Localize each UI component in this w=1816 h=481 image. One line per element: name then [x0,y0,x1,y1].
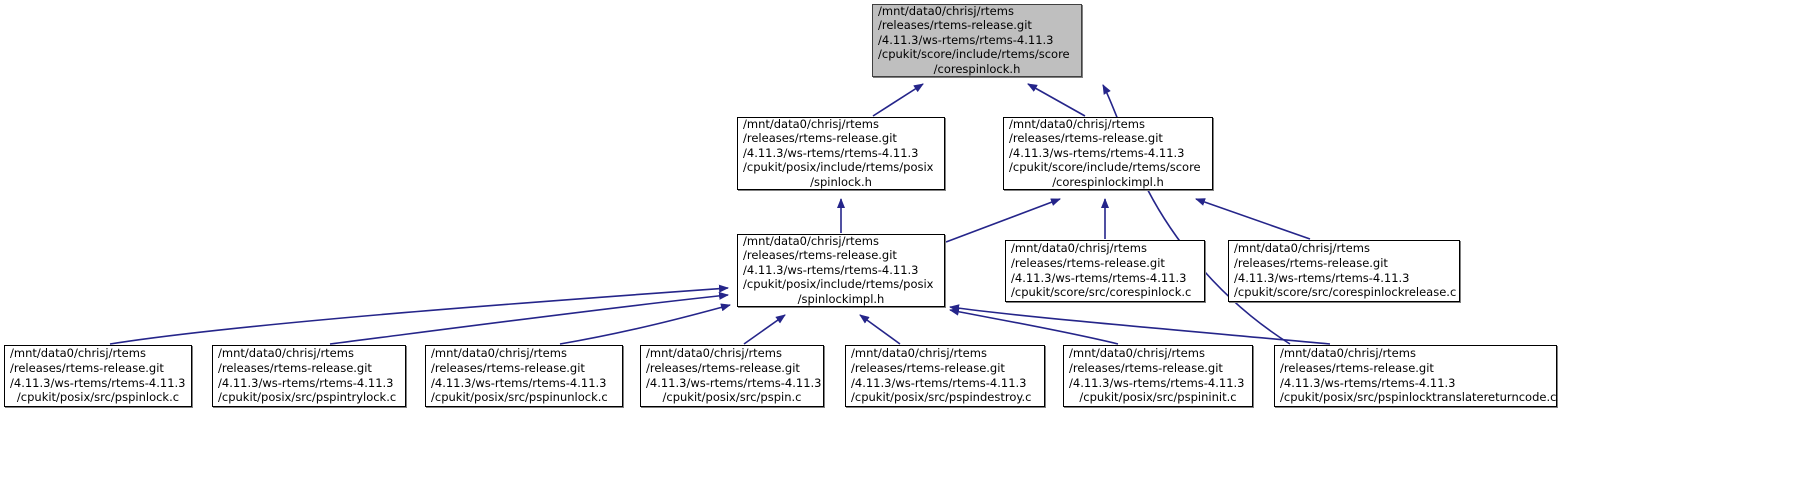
node-line: /mnt/data0/chrisj/rtems [1009,117,1145,131]
node-line: /mnt/data0/chrisj/rtems [743,117,879,131]
edge-pspintrylock-c-to-spinlockimpl-h [329,291,729,345]
node-line: /mnt/data0/chrisj/rtems [218,346,354,361]
node-line: /4.11.3/ws-rtems/rtems-4.11.3 [10,375,186,390]
edge-spinlock-h-to-corespinlock-h [872,83,924,117]
node-line: /releases/rtems-release.git [851,360,1005,375]
edge-pspinlocktranslatereturncode-c-to-spinlockimpl-h [949,304,1331,345]
node-pspin-c[interactable]: /mnt/data0/chrisj/rtems /releases/rtems-… [640,345,824,407]
node-line: /releases/rtems-release.git [743,248,897,263]
edge-pspin-c-to-spinlockimpl-h [743,314,786,345]
node-line: /4.11.3/ws-rtems/rtems-4.11.3 [743,145,919,160]
node-line: /mnt/data0/chrisj/rtems [1280,346,1416,361]
node-line: /cpukit/posix/src/pspindestroy.c [851,390,1032,405]
edge-pspinunlock-c-to-spinlockimpl-h [559,303,731,345]
node-pspintrylock-c[interactable]: /mnt/data0/chrisj/rtems /releases/rtems-… [212,345,406,407]
node-line: /spinlock.h [810,174,872,189]
node-line: /cpukit/posix/src/pspin.c [662,390,802,405]
node-line: /cpukit/posix/src/pspinunlock.c [431,390,608,405]
node-line: /releases/rtems-release.git [218,360,372,375]
node-line: /4.11.3/ws-rtems/rtems-4.11.3 [646,375,822,390]
node-line: /releases/rtems-release.git [743,131,897,146]
node-line: /corespinlockimpl.h [1052,174,1164,189]
node-line: /releases/rtems-release.git [878,18,1032,33]
node-line: /mnt/data0/chrisj/rtems [1234,241,1370,256]
node-line: /mnt/data0/chrisj/rtems [431,346,567,361]
edge-corespinlockrelease-c-to-corespinlockimpl-h [1195,198,1311,240]
node-line: /releases/rtems-release.git [646,360,800,375]
node-pspinlock-c[interactable]: /mnt/data0/chrisj/rtems /releases/rtems-… [4,345,192,407]
node-line: /mnt/data0/chrisj/rtems [10,346,146,361]
edge-pspindestroy-c-to-spinlockimpl-h [859,314,901,345]
node-line: /releases/rtems-release.git [431,360,585,375]
node-line: /cpukit/posix/src/pspinlocktranslateretu… [1280,390,1557,405]
node-line: /cpukit/posix/src/pspintrylock.c [218,390,397,405]
node-pspininit-c[interactable]: /mnt/data0/chrisj/rtems /releases/rtems-… [1063,345,1253,407]
node-line: /cpukit/score/src/corespinlock.c [1011,285,1192,300]
node-line: /mnt/data0/chrisj/rtems [743,234,879,248]
node-line: /4.11.3/ws-rtems/rtems-4.11.3 [1234,270,1410,285]
node-line: /cpukit/posix/include/rtems/posix [743,160,934,175]
node-line: /4.11.3/ws-rtems/rtems-4.11.3 [1069,375,1245,390]
node-line: /mnt/data0/chrisj/rtems [1069,346,1205,361]
node-line: /4.11.3/ws-rtems/rtems-4.11.3 [1280,375,1456,390]
node-line: /cpukit/posix/src/pspininit.c [1079,390,1237,405]
node-pspindestroy-c[interactable]: /mnt/data0/chrisj/rtems /releases/rtems-… [845,345,1045,407]
edge-pspinlock-c-to-spinlockimpl-h [109,284,729,345]
node-corespinlockrelease-c[interactable]: /mnt/data0/chrisj/rtems /releases/rtems-… [1228,240,1460,302]
node-line: /cpukit/posix/src/pspinlock.c [16,390,180,405]
node-line: /mnt/data0/chrisj/rtems [646,346,782,361]
edge-pspininit-c-to-spinlockimpl-h [949,307,1119,345]
edge-corespinlockimpl-h-to-corespinlock-h [1027,83,1086,117]
node-line: /cpukit/posix/include/rtems/posix [743,277,934,292]
node-line: /corespinlock.h [933,61,1021,76]
node-pspinlocktranslatereturncode-c[interactable]: /mnt/data0/chrisj/rtems /releases/rtems-… [1274,345,1557,407]
node-line: /mnt/data0/chrisj/rtems [878,4,1014,18]
node-line: /cpukit/score/include/rtems/score [878,47,1070,62]
node-corespinlock-h[interactable]: /mnt/data0/chrisj/rtems /releases/rtems-… [872,4,1082,77]
node-line: /cpukit/score/src/corespinlockrelease.c [1234,285,1457,300]
node-line: /4.11.3/ws-rtems/rtems-4.11.3 [431,375,607,390]
node-pspinunlock-c[interactable]: /mnt/data0/chrisj/rtems /releases/rtems-… [425,345,623,407]
node-line: /mnt/data0/chrisj/rtems [1011,241,1147,256]
node-line: /4.11.3/ws-rtems/rtems-4.11.3 [878,32,1054,47]
node-corespinlock-c[interactable]: /mnt/data0/chrisj/rtems /releases/rtems-… [1005,240,1205,302]
node-line: /spinlockimpl.h [797,291,885,306]
node-line: /cpukit/score/include/rtems/score [1009,160,1201,175]
node-line: /releases/rtems-release.git [10,360,164,375]
node-corespinlockimpl-h[interactable]: /mnt/data0/chrisj/rtems /releases/rtems-… [1003,117,1213,190]
node-line: /4.11.3/ws-rtems/rtems-4.11.3 [851,375,1027,390]
node-line: /4.11.3/ws-rtems/rtems-4.11.3 [1009,145,1185,160]
node-line: /releases/rtems-release.git [1009,131,1163,146]
edge-spinlockimpl-h-to-corespinlockimpl-h [945,198,1061,243]
node-line: /4.11.3/ws-rtems/rtems-4.11.3 [743,262,919,277]
node-line: /releases/rtems-release.git [1234,255,1388,270]
node-line: /mnt/data0/chrisj/rtems [851,346,987,361]
node-line: /releases/rtems-release.git [1069,360,1223,375]
node-line: /4.11.3/ws-rtems/rtems-4.11.3 [218,375,394,390]
node-line: /releases/rtems-release.git [1011,255,1165,270]
node-line: /releases/rtems-release.git [1280,360,1434,375]
node-posix-spinlockimpl-h[interactable]: /mnt/data0/chrisj/rtems /releases/rtems-… [737,234,945,307]
node-line: /4.11.3/ws-rtems/rtems-4.11.3 [1011,270,1187,285]
node-posix-spinlock-h[interactable]: /mnt/data0/chrisj/rtems /releases/rtems-… [737,117,945,190]
